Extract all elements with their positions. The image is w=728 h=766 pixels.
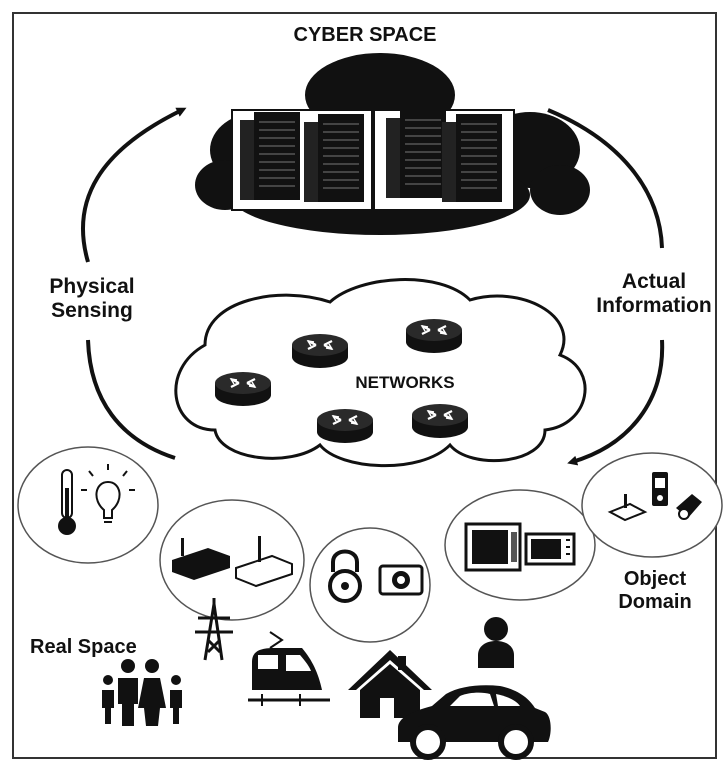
object-ellipse-1 [17, 446, 159, 564]
actual-information-line1: Actual [621, 270, 687, 293]
microwave-icon [524, 532, 576, 566]
camera-icon [378, 564, 424, 596]
physical-sensing-line2: Sensing [51, 299, 133, 323]
physical-sensing-line1: Physical [49, 275, 135, 298]
thermometer-icon [58, 469, 76, 535]
networks-cloud [174, 278, 587, 468]
arrow-lower-right [567, 339, 665, 466]
object-ellipse-4 [444, 489, 596, 601]
object-domain-label: Object Domain [600, 568, 710, 614]
object-domain-line1: Object [623, 568, 687, 590]
actual-information-label: Actual Information [582, 270, 726, 318]
diagram-frame [12, 12, 717, 759]
server-rack-icon [231, 109, 515, 211]
networks-label: NETWORKS [355, 373, 455, 392]
object-ellipse-2 [159, 499, 305, 621]
object-domain-line2: Domain [618, 591, 692, 613]
actual-information-line2: Information [596, 294, 712, 318]
monitor-icon [464, 522, 522, 572]
train-icon [248, 631, 330, 706]
physical-sensing-label: Physical Sensing [22, 275, 162, 323]
arrow-lower-left [86, 339, 176, 460]
power-tower-icon [195, 598, 233, 661]
family-icon [102, 659, 182, 726]
arrow-upper-left [80, 107, 187, 263]
real-space-label: Real Space [30, 636, 137, 658]
house-icon [348, 650, 432, 718]
object-ellipse-3 [309, 527, 431, 643]
wireless-router-icon [172, 536, 293, 588]
car-icon [398, 685, 551, 760]
light-bulb-icon [81, 464, 135, 523]
arrow-upper-right [547, 108, 664, 249]
sensor-devices-icon [607, 472, 702, 522]
cyber-space-title: CYBER SPACE [293, 24, 437, 46]
padlock-icon [328, 549, 362, 603]
person-icon [478, 617, 514, 668]
object-ellipse-5 [581, 452, 723, 558]
